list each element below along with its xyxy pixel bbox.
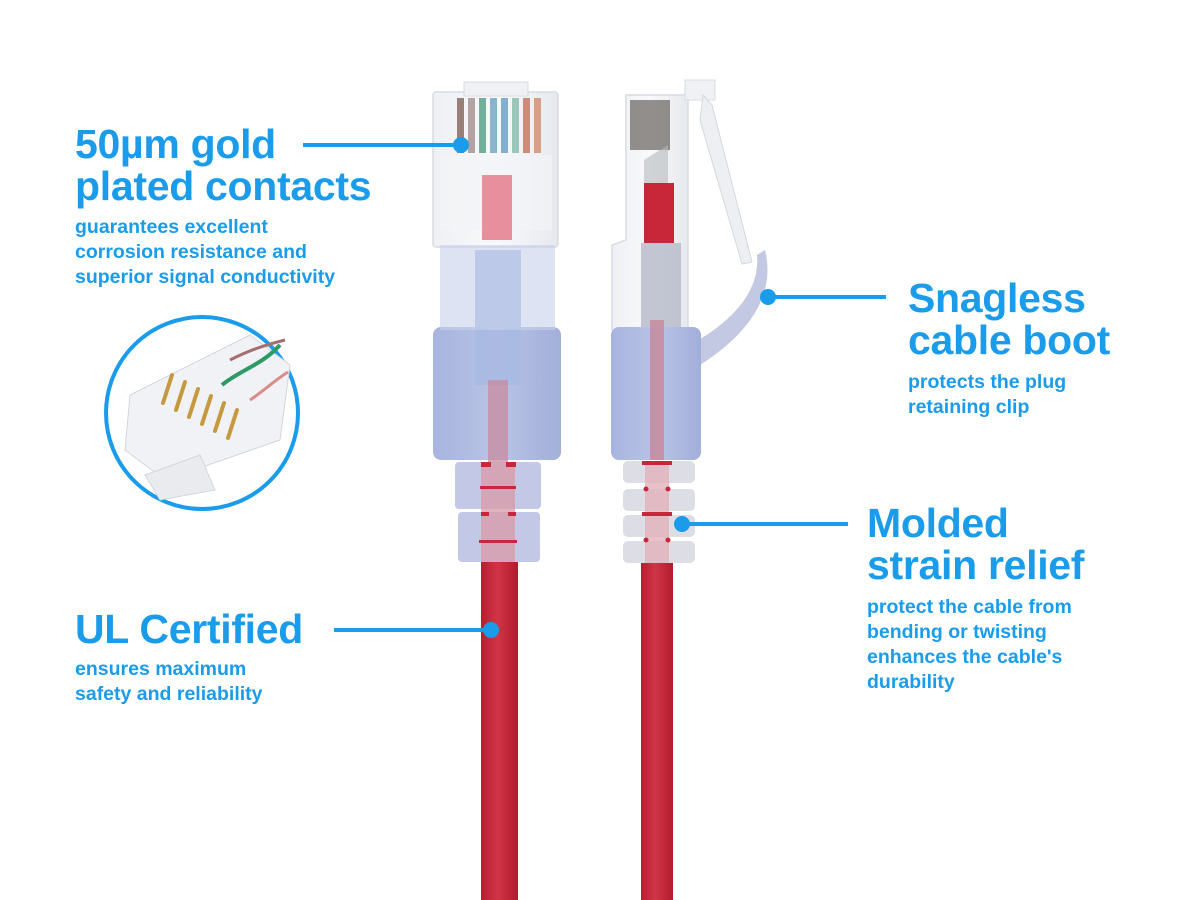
boot-title: Snagless cable boot (908, 275, 1111, 363)
contacts-callout-line (303, 143, 461, 147)
left-plug-front-view (432, 81, 561, 900)
ul-title: UL Certified (75, 606, 304, 652)
strain-callout-dot (674, 516, 690, 532)
strain-callout-line (684, 522, 848, 526)
boot-description: protects the plug retaining clip (908, 371, 1067, 418)
boot-callout-dot (760, 289, 776, 305)
strain-description: protect the cable from bending or twisti… (867, 596, 1072, 693)
right-plug-side-view (611, 79, 768, 900)
strain-title: Molded strain relief (867, 500, 1085, 588)
contacts-title: 50µm gold plated contacts (75, 121, 372, 209)
contacts-callout-dot (453, 137, 469, 153)
boot-callout-line (768, 295, 886, 299)
contacts-closeup-circle (104, 315, 300, 511)
contacts-description: guarantees excellent corrosion resistanc… (75, 216, 336, 288)
ul-description: ensures maximum safety and reliability (75, 658, 263, 705)
ul-callout-dot (483, 622, 499, 638)
ul-callout-line (334, 628, 489, 632)
